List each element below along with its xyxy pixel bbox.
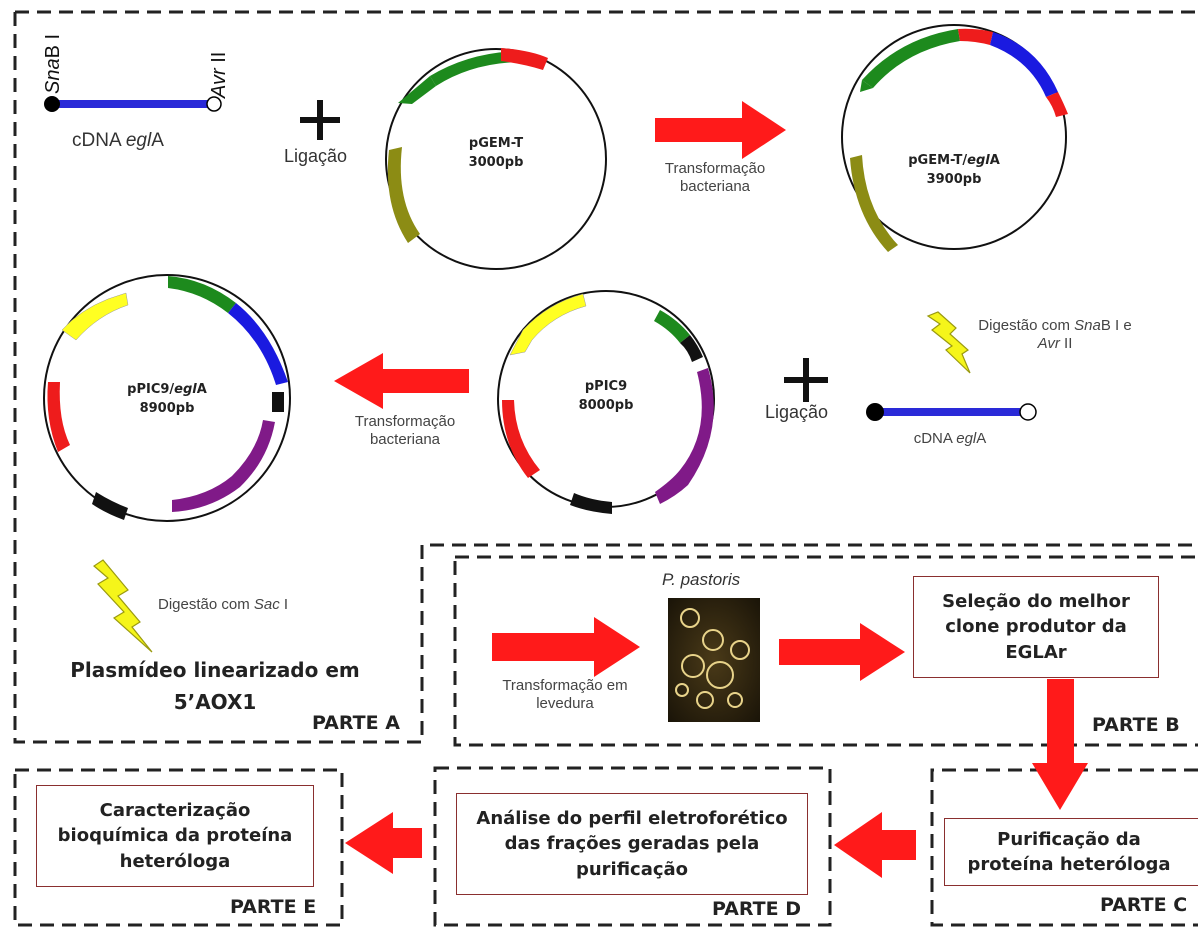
- arrow-left-icon: [834, 812, 916, 878]
- part-e-label: PARTE E: [230, 896, 317, 918]
- digestion-label-1: Digestão com SnaB I e Avr II: [978, 317, 1132, 352]
- lightning-icon: [926, 311, 971, 374]
- ligation-label-2: Ligação: [765, 402, 829, 422]
- part-c-label: PARTE C: [1100, 894, 1188, 916]
- digestion-label-2: Digestão com Sac I: [158, 596, 289, 613]
- cdna-fragment-bottom: [866, 403, 1037, 421]
- ppic9-egla-name: pPIC9/eglA 8900pb: [127, 382, 207, 416]
- part-d-label: PARTE D: [712, 898, 801, 920]
- avrii-site-label: Avr II: [208, 51, 230, 98]
- characterization-box: Caracterização bioquímica da proteína he…: [36, 785, 314, 887]
- linearized-plasmid-text: Plasmídeo linearizado em 5’AOX1: [70, 658, 360, 714]
- transform-label-2: Transformação bacteriana: [354, 413, 456, 448]
- part-a-label: PARTE A: [312, 712, 400, 734]
- part-a-frame: [13, 10, 1198, 744]
- plasmid-pgemt-egla: [841, 24, 1068, 252]
- part-b-frame: [453, 555, 1198, 747]
- transform-label-1: Transformação bacteriana: [664, 160, 766, 195]
- plasmid-ppic9: [497, 290, 715, 514]
- purification-box: Purificação da proteína heteróloga: [944, 818, 1198, 886]
- cdna-fragment-top: [44, 96, 222, 112]
- arrow-left-icon: [334, 353, 469, 409]
- ppic9-name: pPIC9 8000pb: [578, 379, 634, 413]
- plasmid-pgemt: [385, 48, 607, 270]
- plus-icon: [300, 100, 340, 140]
- part-d-frame: [433, 766, 832, 927]
- part-e-frame: [13, 768, 344, 927]
- arrow-right-icon: [655, 101, 786, 159]
- arrow-left-icon: [345, 812, 422, 874]
- plasmid-ppic9-egla: [43, 274, 291, 522]
- electrophoresis-box: Análise do perfil eletroforético das fra…: [456, 793, 808, 895]
- arrow-right-icon: [492, 617, 640, 677]
- arrow-down-icon: [1032, 679, 1088, 810]
- cdna-egla-label-top: cDNA eglA: [72, 130, 164, 151]
- yeast-transform-label: Transformação em levedura: [502, 677, 628, 712]
- pgemt-name: pGEM-T 3000pb: [468, 136, 524, 170]
- organism-label: P. pastoris: [662, 570, 741, 589]
- pgemt-egla-name: pGEM-T/eglA 3900pb: [908, 153, 1000, 187]
- part-b-label: PARTE B: [1092, 714, 1180, 736]
- cdna-egla-label-bottom: cDNA eglA: [913, 430, 987, 447]
- lightning-icon: [93, 559, 153, 653]
- plus-icon: [784, 358, 828, 402]
- selection-box: Seleção do melhor clone produtor da EGLA…: [913, 576, 1159, 678]
- yeast-micrograph: [668, 598, 760, 722]
- ligation-label-1: Ligação: [284, 146, 348, 166]
- arrow-right-icon: [779, 623, 905, 681]
- snabi-site-label: SnaB I: [42, 33, 64, 94]
